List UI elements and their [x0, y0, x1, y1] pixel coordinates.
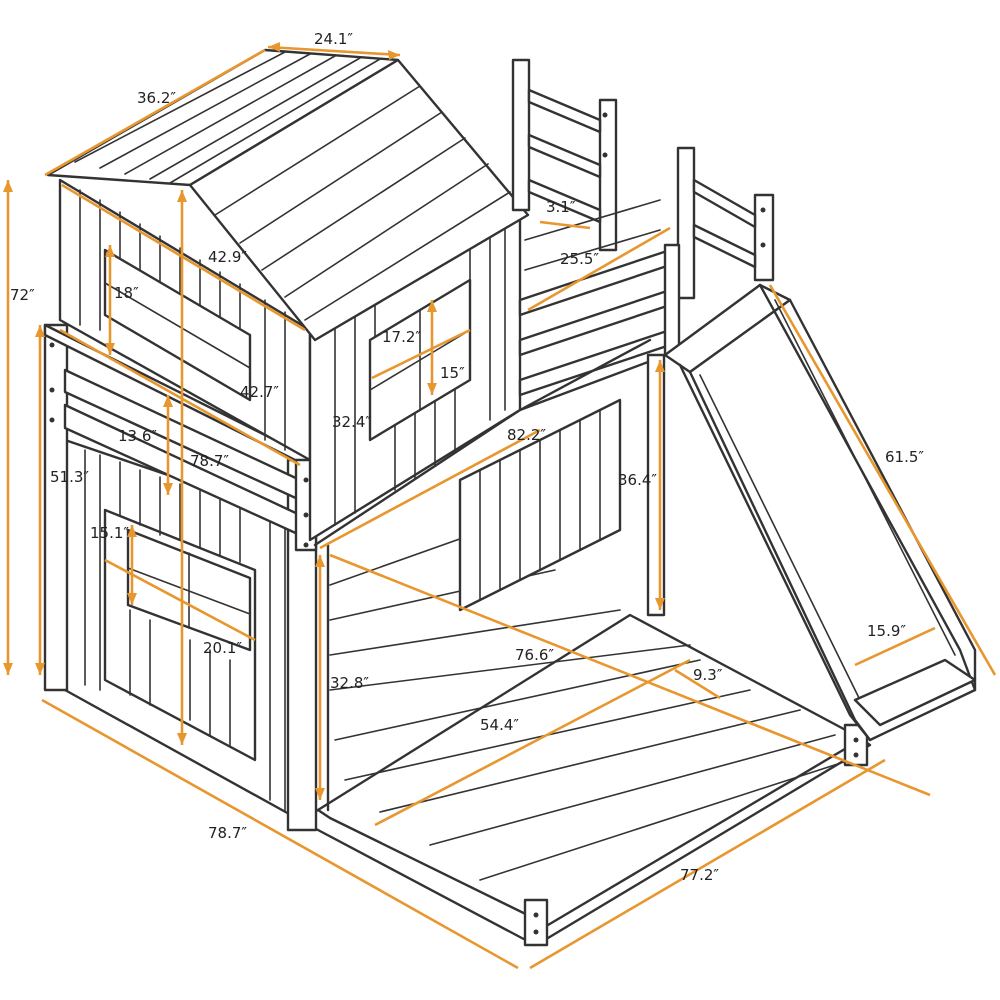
dim-lower-clearance: 32.8″ — [330, 674, 369, 692]
dim-house-window-width: 17.2″ — [382, 328, 421, 346]
dim-upper-length: 78.7″ — [190, 452, 229, 470]
dim-ladder-width: 25.5″ — [560, 250, 599, 268]
dim-step-gap: 3.1″ — [546, 198, 576, 216]
roof-boards — [74, 51, 511, 321]
upper-bed-rails — [313, 58, 775, 547]
slide — [663, 283, 977, 742]
dim-upper-side-length: 82.2″ — [507, 426, 546, 444]
dimension-arrowheads — [3, 42, 665, 800]
dim-bottom-width: 77.2″ — [680, 866, 719, 884]
dim-house-window-height: 15″ — [440, 364, 465, 382]
house-roof — [46, 48, 530, 342]
dim-slide-width: 15.9″ — [867, 622, 906, 640]
dim-house-height: 32.4″ — [332, 413, 371, 431]
dim-lower-window-height: 15.1″ — [90, 524, 129, 542]
dim-bottom-length: 78.7″ — [208, 824, 247, 842]
dim-post-height: 51.3″ — [50, 468, 89, 486]
dim-slide-clearance: 36.4″ — [618, 471, 657, 489]
lower-wall-boards — [84, 449, 286, 811]
dim-guard-height: 13.6″ — [118, 427, 157, 445]
dimension-lines — [6, 45, 997, 970]
dim-total-height: 72″ — [10, 286, 35, 304]
dim-roof-width: 24.1″ — [314, 30, 353, 48]
dim-lower-window-width: 20.1″ — [203, 639, 242, 657]
dim-lower-mattress-length: 76.6″ — [515, 646, 554, 664]
dim-upper-guard-length: 42.7″ — [240, 383, 279, 401]
house-body — [58, 178, 522, 542]
dim-roof-depth: 36.2″ — [137, 89, 176, 107]
dim-window-height: 18″ — [114, 284, 139, 302]
lower-bed-frame — [298, 529, 872, 947]
dim-slat-gap: 9.3″ — [693, 666, 723, 684]
dim-lower-mattress-width: 54.4″ — [480, 716, 519, 734]
dim-roof-diagonal: 42.9″ — [208, 248, 247, 266]
dim-slide-length: 61.5″ — [885, 448, 924, 466]
dimension-labels: 24.1″ 36.2″ 72″ 42.9″ 18″ 17.2″ 15″ 42.7… — [10, 30, 924, 884]
lower-bed-slats — [329, 529, 851, 881]
